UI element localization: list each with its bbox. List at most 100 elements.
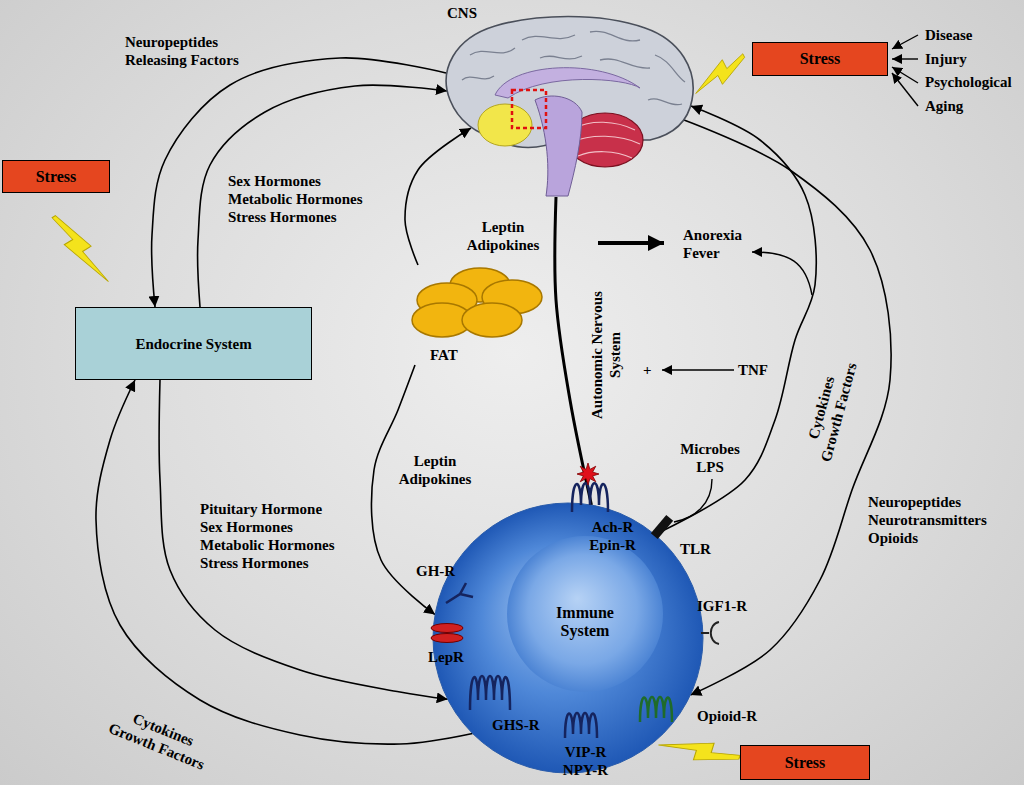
cause-arrow	[892, 73, 918, 106]
plus-sign: +	[643, 361, 652, 379]
hypothalamus-marker	[512, 90, 546, 128]
signal-arrow	[405, 128, 471, 265]
label-holder: GH-R	[416, 562, 455, 580]
signal-arrow	[198, 85, 447, 307]
serpentine-receptor	[572, 483, 608, 512]
signal-arrow	[152, 58, 446, 307]
edge-label: Leptin Adipokines	[458, 218, 548, 254]
edge-label-holder: Leptin Adipokines	[458, 218, 548, 254]
edge-label: Autonomic Nervous System	[588, 280, 624, 430]
cause-arrow	[892, 58, 918, 59]
stress-cause: Psychological	[925, 73, 1012, 91]
label-holder: Ach-R Epin-R	[585, 518, 640, 554]
fat-cells-shape	[405, 265, 550, 365]
label-holder: Injury	[925, 50, 967, 68]
edge-label-holder: Cytokines Growth Factors	[102, 701, 217, 776]
edge-label-holder: Leptin Adipokines	[390, 452, 480, 488]
brain-gyrus	[600, 59, 650, 68]
edge-label: Neuropeptides Neurotransmitters Opioids	[868, 493, 988, 547]
signal-arrow	[96, 380, 473, 744]
brain-gyrus	[648, 99, 682, 105]
brain-gyrus	[540, 56, 582, 59]
temporal-region	[478, 104, 532, 146]
receptor-label: GH-R	[416, 562, 455, 580]
serpentine-receptor	[470, 676, 510, 710]
corpus-callosum	[495, 68, 640, 98]
cytokine-label: TNF	[738, 361, 768, 379]
cause-arrow	[892, 35, 918, 49]
label-holder: Aging	[925, 97, 963, 115]
brainstem	[535, 96, 582, 196]
node-text: FAT	[430, 346, 458, 364]
immune-cell-body	[433, 503, 703, 773]
effect-label: Anorexia Fever	[683, 226, 753, 262]
opioid-receptor	[640, 697, 672, 722]
receptor-label: Ach-R Epin-R	[585, 518, 640, 554]
edge-label-holder: Autonomic Nervous System	[588, 280, 624, 430]
stress-box: Stress	[740, 745, 870, 780]
label-holder: VIP-R NPY-R	[558, 743, 613, 779]
brain-illustration-shape	[440, 2, 695, 200]
endocrine-box: Endocrine System	[75, 307, 312, 380]
label-holder: Anorexia Fever	[683, 226, 753, 262]
serpentine-receptor	[565, 713, 597, 738]
node-text: Stress	[785, 754, 826, 772]
nerve-pathway	[555, 197, 591, 505]
signal-arrow	[655, 106, 816, 535]
cerebellum-fold	[575, 122, 635, 130]
label-holder: Microbes LPS	[677, 440, 743, 476]
label-holder: +	[643, 361, 652, 379]
receptor-label: TLR	[680, 540, 711, 558]
brain-gyrus	[655, 55, 685, 82]
edge-label-holder: Neuropeptides Neurotransmitters Opioids	[868, 493, 988, 547]
cerebellum-fold	[578, 152, 632, 158]
stress-cause: Disease	[925, 26, 973, 44]
edge-label-holder: Neuropeptides Releasing Factors	[125, 33, 250, 69]
effect-arrow	[598, 241, 664, 245]
edge-label-holder: Cytokines Growth Factors	[798, 352, 861, 468]
node-text: Stress	[36, 168, 77, 186]
label-holder: LepR	[428, 648, 464, 666]
tlr-receptor	[651, 515, 673, 539]
signal-arrow	[159, 380, 448, 699]
igf1-receptor	[701, 622, 719, 644]
fat-cell	[462, 303, 522, 337]
receptor-label: IGF1-R	[697, 597, 747, 615]
brain-gyrus	[522, 35, 575, 40]
edge-label: Pituitary Hormone Sex Hormones Metabolic…	[200, 500, 340, 572]
receptor-label: LepR	[428, 648, 464, 666]
edge-label-holder: Pituitary Hormone Sex Hormones Metabolic…	[200, 500, 340, 572]
lightning-bolt	[49, 208, 112, 291]
stress-cause: Injury	[925, 50, 967, 68]
leptin-receptor	[431, 624, 463, 633]
brain-gyrus	[462, 76, 494, 80]
immune-cell-nucleus	[507, 536, 663, 692]
edge-label: Neuropeptides Releasing Factors	[125, 33, 250, 69]
label-holder: IGF1-R	[697, 597, 747, 615]
immune-cell: Immune System	[433, 503, 703, 773]
tnf-arrow	[662, 369, 734, 370]
cause-arrow	[892, 67, 918, 83]
label-holder: Opioid-R	[697, 707, 757, 725]
label-holder: Psychological	[925, 73, 1012, 91]
branch-arrow	[752, 252, 812, 295]
edge-label: Sex Hormones Metabolic Hormones Stress H…	[228, 172, 378, 226]
node-text: Stress	[800, 50, 841, 68]
lightning-bolt	[688, 50, 751, 97]
label-holder: Disease	[925, 26, 973, 44]
brain-gyrus	[470, 48, 515, 55]
label-holder: TNF	[738, 361, 768, 379]
edge-label: Leptin Adipokines	[390, 452, 480, 488]
brain-illustration: CNS	[440, 2, 695, 200]
fat-cells: FAT	[405, 265, 550, 365]
stress-cause: Aging	[925, 97, 963, 115]
label-holder: TLR	[680, 540, 711, 558]
label-holder: GHS-R	[492, 716, 540, 734]
edge-label-holder: Sex Hormones Metabolic Hormones Stress H…	[228, 172, 378, 226]
stimulus-label: Microbes LPS	[677, 440, 743, 476]
gh-receptor	[446, 583, 473, 603]
receptor-label: GHS-R	[492, 716, 540, 734]
edge-label: Cytokines Growth Factors	[102, 701, 217, 776]
node-text: CNS	[447, 4, 477, 22]
